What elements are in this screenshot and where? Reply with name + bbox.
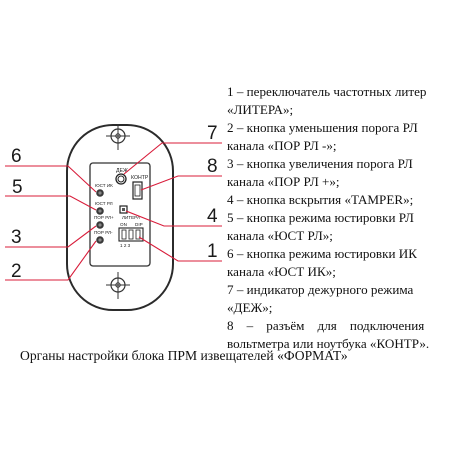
legend-item-6-line2: канала «ЮСТ ИК»; [227,264,336,279]
callout-7: 7 [207,123,218,144]
leader-line-6 [5,165,97,193]
label-yust-ik: ЮСТ ИК [95,183,113,188]
por-rl-minus-button [96,236,104,244]
label-por-minus: ПОР РЛ- [94,230,113,235]
legend-item-8-line2: вольтметра или ноутбука «КОНТР». [227,336,430,351]
leader-lines [5,142,222,281]
callout-3: 3 [11,227,22,248]
label-switch-numbers: 1 2 3 [120,243,131,248]
legend-item-7-line1: 7 – индикатор дежурного режима [227,282,414,297]
callout-2: 2 [11,261,22,282]
yust-ik-button [96,189,104,197]
legend-item-5-line2: канала «ЮСТ РЛ»; [227,228,333,243]
label-kontr: КОНТР [131,175,149,181]
kontr-connector [132,181,143,200]
label-dip: DIP [135,222,143,227]
dezh-indicator [115,173,127,185]
legend-item-6-line1: 6 – кнопка режима юстировки ИК [227,246,417,261]
bottom-mounting-hole [106,272,130,299]
figure-caption: Органы настройки блока ПРМ извещателей «… [20,348,348,363]
tamper-button [119,205,128,214]
callout-8: 8 [207,156,218,177]
callout-6: 6 [11,146,22,167]
leader-line-3 [5,225,97,248]
legend-item-5-line1: 5 – кнопка режима юстировки РЛ [227,210,414,225]
label-por-plus: ПОР РЛ+ [94,215,114,220]
leader-line-7 [123,142,222,175]
legend-item-3-line1: 3 – кнопка увеличения порога РЛ [227,156,413,171]
legend-item-2-line2: канала «ПОР РЛ -»; [227,138,337,153]
leader-line-4 [125,210,222,227]
device-housing [66,124,174,311]
top-mounting-hole [106,124,130,150]
legend-item-7-line2: «ДЕЖ»; [227,300,273,315]
legend-item-4: 4 – кнопка вскрытия «TAMPER»; [227,192,414,207]
legend-item-3-line2: канала «ПОР РЛ +»; [227,174,340,189]
label-on: ON [120,222,127,227]
yust-rl-button [96,207,104,215]
label-yust-rl: ЮСТ РЛ [95,201,113,206]
callout-1: 1 [207,241,218,262]
callout-5: 5 [12,177,23,198]
legend-item-2-line1: 2 – кнопка уменьшения порога РЛ [227,120,418,135]
leader-line-5 [5,195,97,211]
label-dezh: ДЕЖ [116,168,128,174]
legend-item-1-line1: 1 – переключатель частотных литер [227,84,427,99]
callout-4: 4 [207,206,218,227]
por-rl-plus-button [96,221,104,229]
litera-dip-switch [118,227,144,242]
label-litera: ЛИТЕРА [122,215,141,220]
legend-item-8-line1: 8 – разъём для подключения [227,318,425,333]
legend-item-1-line2: «ЛИТЕРА»; [227,102,294,117]
control-panel [89,162,151,267]
leader-line-8 [140,175,222,191]
leader-line-2 [5,240,97,281]
leader-line-1 [138,236,222,262]
